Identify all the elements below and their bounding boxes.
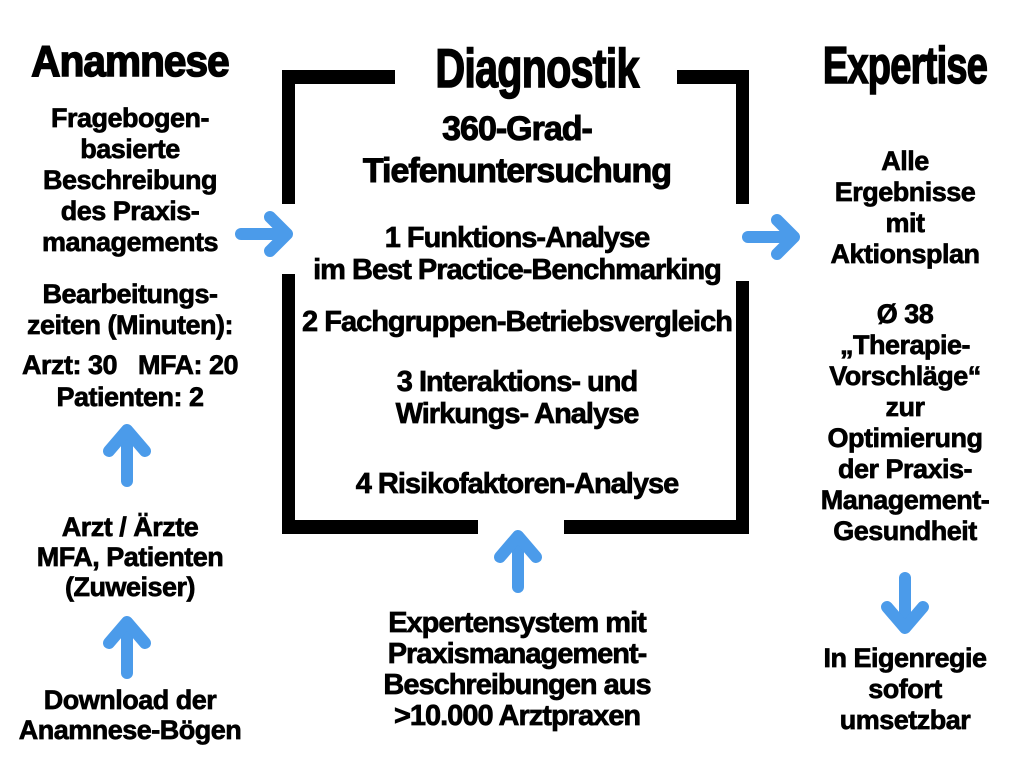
arrow-right-diagnostik-to-expertise-icon: [742, 214, 800, 260]
processing-times-values: Arzt: 30 MFA: 20 Patienten: 2: [21, 350, 239, 413]
diagnostik-item-3: 3 Interaktions- und Wirkungs- Analyse: [395, 366, 639, 431]
participants-text: Arzt / Ärzte MFA, Patienten (Zuweiser): [36, 512, 224, 603]
results-text: Alle Ergebnisse mit Aktionsplan: [830, 146, 980, 270]
arrow-down-implementation-icon: [881, 572, 929, 634]
frame-top-right-segment: [677, 70, 749, 84]
diagnostik-item-4: 4 Risikofaktoren-Analyse: [355, 468, 679, 501]
diagnostik-title: Diagnostik: [435, 36, 640, 100]
frame-top-left-segment: [282, 70, 395, 84]
processing-times-heading: Bearbeitungs- zeiten (Minuten):: [27, 279, 234, 341]
arrow-up-download-icon: [103, 616, 151, 679]
implementation-text: In Eigenregie sofort umsetzbar: [823, 643, 987, 736]
frame-bottom-left-segment: [282, 520, 478, 534]
expertise-title: Expertise: [822, 36, 988, 96]
frame-left-lower-segment: [282, 274, 295, 534]
download-text: Download der Anamnese-Bögen: [18, 685, 242, 746]
therapy-proposals-text: Ø 38 „Therapie- Vorschläge“ zur Optimier…: [820, 299, 990, 547]
arrow-up-participants-icon: [103, 424, 151, 487]
frame-bottom-right-segment: [564, 520, 749, 534]
diagnostik-item-1: 1 Funktions-Analyse im Best Practice-Ben…: [313, 222, 722, 287]
arrow-up-expert-system-icon: [494, 530, 542, 593]
diagnostik-subtitle: 360-Grad- Tiefenuntersuchung: [362, 110, 672, 191]
expert-system-text: Expertensystem mit Praxismanagement- Bes…: [383, 607, 652, 732]
arrow-right-anamnese-to-diagnostik-icon: [235, 211, 293, 257]
diagnostik-item-2: 2 Fachgruppen-Betriebsvergleich: [302, 306, 734, 339]
anamnese-description: Fragebogen- basierte Beschreibung des Pr…: [41, 103, 219, 258]
frame-left-upper-segment: [282, 70, 295, 204]
frame-right-upper-segment: [736, 70, 749, 204]
frame-right-lower-segment: [736, 281, 749, 534]
anamnese-title: Anamnese: [31, 36, 231, 87]
